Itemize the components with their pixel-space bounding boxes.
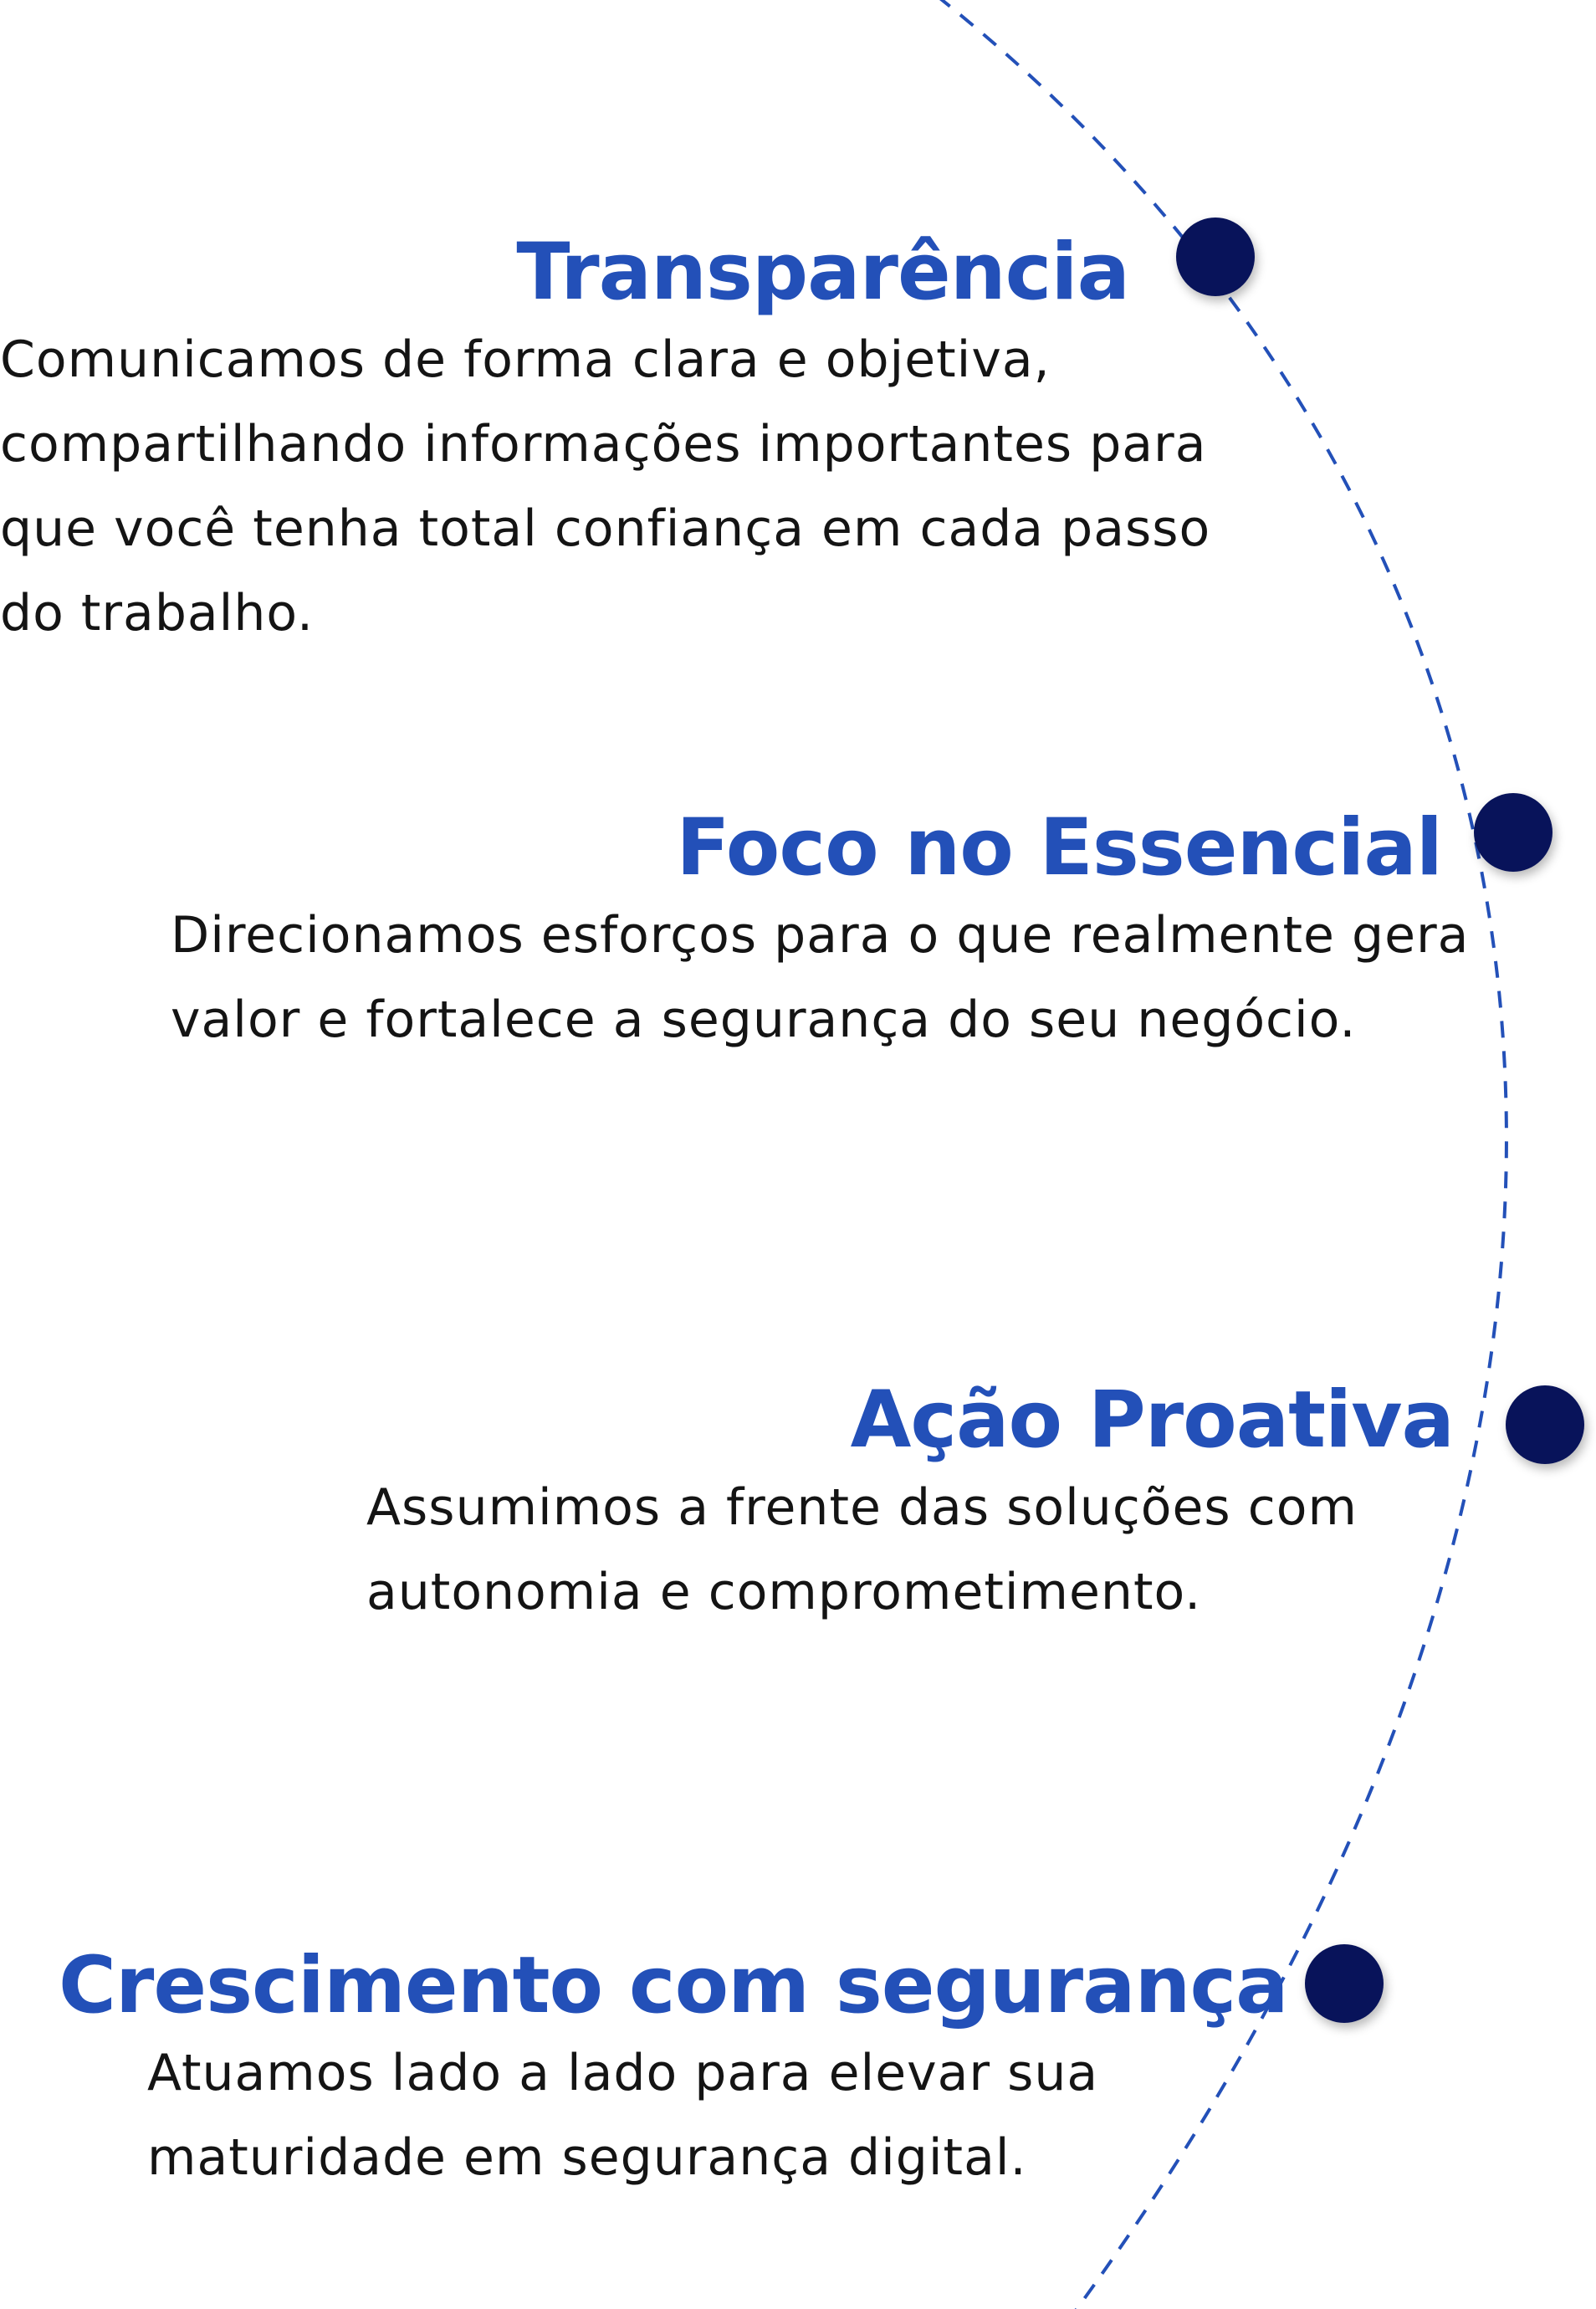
value-title: Transparência — [516, 227, 1130, 318]
value-item-acao-proativa: Ação Proativa Assumimos a frente das sol… — [366, 1374, 1455, 1635]
value-title: Crescimento com segurança — [59, 1940, 1289, 2031]
timeline-node-dot — [1305, 1944, 1384, 2023]
value-item-transparencia: Transparência Comunicamos de forma clara… — [0, 226, 1221, 656]
timeline-node-dot — [1176, 218, 1255, 296]
value-title: Foco no Essencial — [676, 802, 1443, 893]
timeline-node-dot — [1474, 793, 1553, 872]
value-title: Ação Proativa — [850, 1375, 1455, 1466]
value-description: Comunicamos de forma clara e objetiva, c… — [0, 330, 1211, 643]
value-item-crescimento-com-seguranca: Crescimento com segurança Atuamos lado a… — [59, 1939, 1289, 2200]
value-description: Assumimos a frente das soluções com auto… — [366, 1478, 1358, 1621]
value-description: Direcionamos esforços para o que realmen… — [171, 906, 1470, 1049]
timeline-node-dot — [1506, 1385, 1584, 1464]
value-item-foco-no-essencial: Foco no Essencial Direcionamos esforços … — [171, 801, 1476, 1062]
value-description: Atuamos lado a lado para elevar sua matu… — [147, 2044, 1099, 2187]
